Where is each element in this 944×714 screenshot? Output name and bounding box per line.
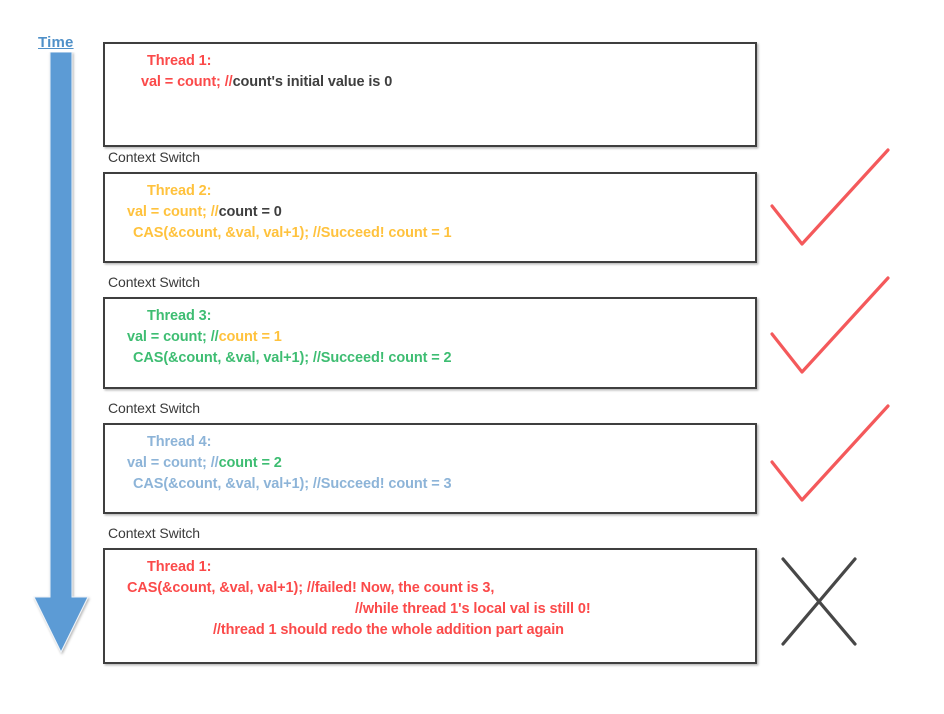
success-check-icon xyxy=(770,148,890,246)
code-segment: val = count; // xyxy=(127,204,219,220)
code-segment: val = count; // xyxy=(127,455,219,471)
code-line: CAS(&count, &val, val+1); //Succeed! cou… xyxy=(105,223,755,244)
thread-title: Thread 1: xyxy=(147,559,212,575)
thread-block-body: Thread 1: CAS(&count, &val, val+1); //fai… xyxy=(105,550,755,641)
code-line: //thread 1 should redo the whole additio… xyxy=(105,620,755,641)
context-switch-label: Context Switch xyxy=(108,149,200,165)
thread-block-body: Thread 2: val = count; //count = 0 CAS(&co… xyxy=(105,174,755,244)
code-line: val = count; //count = 2 xyxy=(105,453,755,474)
code-segment: count = 2 xyxy=(218,455,282,471)
thread-block-body: Thread 4: val = count; //count = 2 CAS(&co… xyxy=(105,425,755,495)
code-segment: //while thread 1's local val is still 0! xyxy=(355,601,591,617)
thread-block-thread-2: Thread 2: val = count; //count = 0 CAS(&co… xyxy=(103,172,757,263)
thread-title: Thread 1: xyxy=(147,53,212,69)
thread-block-thread-1-read: Thread 1: val = count; //count's initial … xyxy=(103,42,757,147)
thread-block-thread-4: Thread 4: val = count; //count = 2 CAS(&co… xyxy=(103,423,757,514)
success-check-icon xyxy=(770,404,890,502)
context-switch-label: Context Switch xyxy=(108,274,200,290)
code-segment: count = 1 xyxy=(218,329,282,345)
code-line: val = count; //count = 0 xyxy=(105,202,755,223)
code-segment: count = 0 xyxy=(218,204,282,220)
thread-block-body: Thread 3: val = count; //count = 1 CAS(&co… xyxy=(105,299,755,369)
thread-block-body: Thread 1: val = count; //count's initial … xyxy=(105,44,755,93)
code-line: val = count; //count's initial value is … xyxy=(105,72,755,93)
code-segment: CAS(&count, &val, val+1); //Succeed! cou… xyxy=(133,225,452,241)
code-line: CAS(&count, &val, val+1); //Succeed! cou… xyxy=(105,474,755,495)
code-segment: count's initial value is 0 xyxy=(232,74,393,90)
success-check-icon xyxy=(770,276,890,374)
failure-cross-icon xyxy=(781,557,857,646)
code-segment: //thread 1 should redo the whole additio… xyxy=(213,622,564,638)
code-line: CAS(&count, &val, val+1); //Succeed! cou… xyxy=(105,348,755,369)
code-segment: val = count; // xyxy=(141,74,233,90)
time-down-arrow-icon xyxy=(33,52,89,654)
code-segment: CAS(&count, &val, val+1); //failed! Now,… xyxy=(127,580,495,596)
time-axis-label: Time xyxy=(38,34,74,51)
context-switch-label: Context Switch xyxy=(108,400,200,416)
thread-title: Thread 4: xyxy=(147,434,212,450)
code-segment: CAS(&count, &val, val+1); //Succeed! cou… xyxy=(133,350,452,366)
code-line: //while thread 1's local val is still 0! xyxy=(105,599,755,620)
code-segment: val = count; // xyxy=(127,329,219,345)
code-segment: CAS(&count, &val, val+1); //Succeed! cou… xyxy=(133,476,452,492)
code-line: val = count; //count = 1 xyxy=(105,327,755,348)
thread-title: Thread 3: xyxy=(147,308,212,324)
thread-block-thread-3: Thread 3: val = count; //count = 1 CAS(&co… xyxy=(103,297,757,389)
context-switch-label: Context Switch xyxy=(108,525,200,541)
thread-block-thread-1-cas-fail: Thread 1: CAS(&count, &val, val+1); //fai… xyxy=(103,548,757,664)
code-line: CAS(&count, &val, val+1); //failed! Now,… xyxy=(105,578,755,599)
thread-title: Thread 2: xyxy=(147,183,212,199)
